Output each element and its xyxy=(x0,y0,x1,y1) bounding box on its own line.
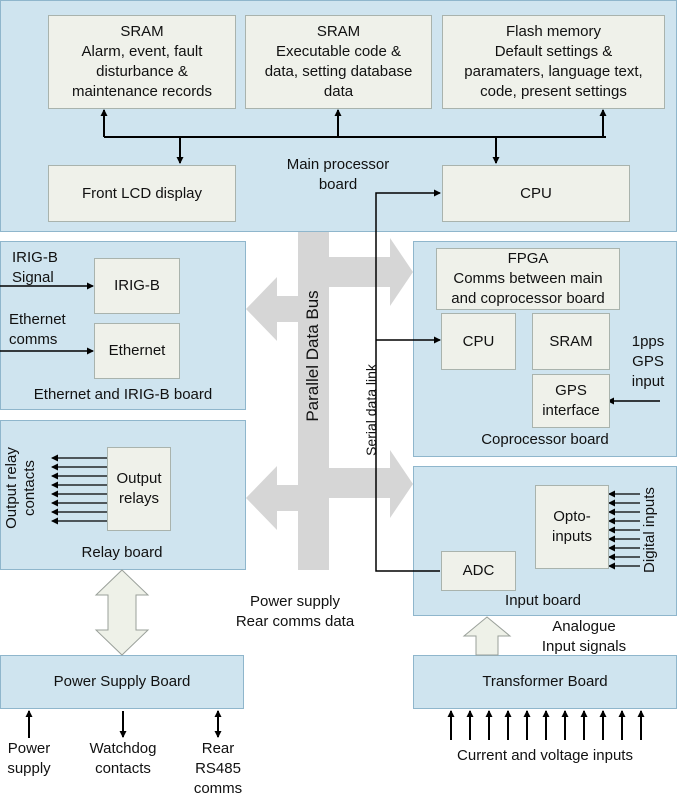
adc-box: ADC xyxy=(441,551,516,591)
coprocessor-board-label: Coprocessor board xyxy=(481,431,609,448)
sram-records-box: SRAM Alarm, event, fault disturbance & m… xyxy=(48,15,236,109)
ethernet-box-label: Ethernet xyxy=(108,342,166,359)
ethernet-irig-board-label: Ethernet and IRIG-B board xyxy=(33,386,213,403)
sram-code-box: SRAM Executable code & data, setting dat… xyxy=(245,15,432,109)
output-relays-box: Output relays xyxy=(107,447,171,531)
coprocessor-cpu-box: CPU xyxy=(441,313,516,370)
coprocessor-sram-box: SRAM xyxy=(532,313,610,370)
sram-records-line: maintenance records xyxy=(71,83,213,100)
sram-records-line: Alarm, event, fault xyxy=(81,43,203,60)
ethernet-comms-label: Ethernet comms xyxy=(9,311,66,348)
digital-inputs-label: Digital inputs xyxy=(641,487,658,573)
sram-code-title: SRAM xyxy=(316,23,361,40)
main-cpu-label: CPU xyxy=(520,184,552,202)
power-supply-rear-comms-note: Power supply Rear comms data xyxy=(235,593,355,630)
serial-data-link-line xyxy=(375,189,441,572)
fpga-box: FPGA Comms between main and coprocessor … xyxy=(436,248,620,310)
watchdog-contacts-label: Watchdog contacts xyxy=(89,740,157,777)
irig-b-signal-label: IRIG-B Signal xyxy=(12,249,58,286)
flash-memory-line: paramaters, language text, xyxy=(464,63,643,80)
adc-label: ADC xyxy=(462,562,495,579)
serial-data-link-label: Serial data link xyxy=(363,364,379,456)
main-processor-board-label: Main processor board xyxy=(286,156,390,193)
main-internal-bus xyxy=(100,109,607,164)
rear-rs485-comms-label: Rear RS485 comms xyxy=(193,740,243,797)
input-board-label: Input board xyxy=(505,592,581,609)
power-supply-board-label: Power Supply Board xyxy=(53,673,191,690)
flash-memory-line: code, present settings xyxy=(480,83,627,100)
opto-inputs-box: Opto- inputs xyxy=(535,485,609,569)
digital-input-arrows xyxy=(608,490,640,570)
flash-memory-line: Default settings & xyxy=(494,43,613,60)
analogue-input-signals-label: Analogue Input signals xyxy=(541,618,627,655)
coprocessor-cpu-label: CPU xyxy=(462,332,495,350)
relay-board-label: Relay board xyxy=(81,544,163,561)
irig-b-box-label: IRIG-B xyxy=(114,277,160,294)
transformer-board-label: Transformer Board xyxy=(482,673,608,690)
irig-b-box: IRIG-B xyxy=(94,258,180,314)
coprocessor-sram-label: SRAM xyxy=(549,332,593,350)
gps-input-label: 1pps GPS input xyxy=(631,333,665,390)
ethernet-box: Ethernet xyxy=(94,323,180,379)
parallel-data-bus-label: Parallel Data Bus xyxy=(303,290,322,422)
power-relay-arrow-shape xyxy=(94,569,150,656)
power-supply-input-label: Power supply xyxy=(7,740,51,777)
psu-io-arrows xyxy=(25,710,222,738)
ethernet-board-input-arrows xyxy=(0,282,94,355)
front-lcd-display-label: Front LCD display xyxy=(81,184,203,202)
sram-code-line: data, setting database xyxy=(264,63,413,80)
transformer-board xyxy=(413,655,677,709)
gps-interface-box: GPS interface xyxy=(532,374,610,428)
transformer-input-arrows xyxy=(447,710,645,740)
flash-memory-box: Flash memory Default settings & paramate… xyxy=(442,15,665,109)
parallel-data-bus-shape xyxy=(246,232,413,570)
current-voltage-inputs-label: Current and voltage inputs xyxy=(457,747,633,764)
front-lcd-display-box: Front LCD display xyxy=(48,165,236,222)
main-cpu-box: CPU xyxy=(442,165,630,222)
transformer-input-arrow-shape xyxy=(462,616,512,656)
relay-contact-arrows xyxy=(51,454,107,525)
sram-code-line: data xyxy=(323,83,354,100)
flash-memory-title: Flash memory xyxy=(505,23,602,40)
sram-records-title: SRAM xyxy=(120,23,164,40)
sram-code-line: Executable code & xyxy=(275,43,402,60)
output-relay-contacts-label: Output relay contacts xyxy=(3,447,38,529)
sram-records-line: disturbance & xyxy=(96,63,188,80)
